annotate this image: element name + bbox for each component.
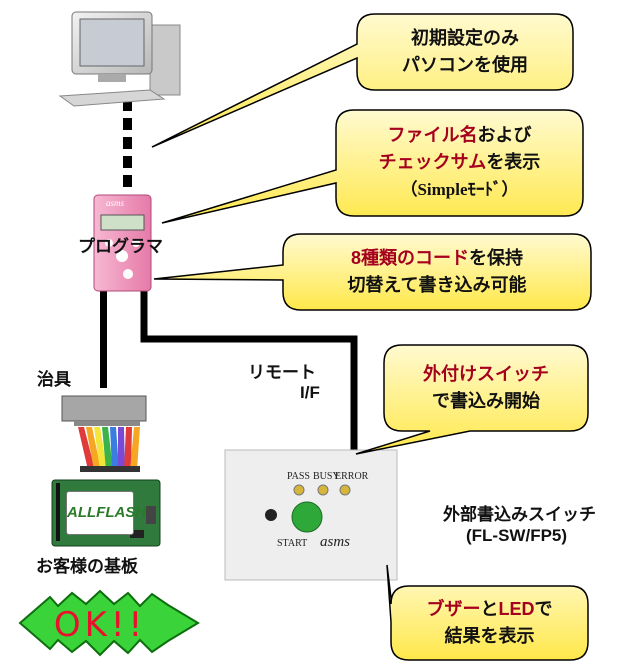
led-label-busy: BUSY (313, 471, 340, 482)
ext-switch-name: 外部書込みスイッチ (443, 505, 596, 524)
callout-line-rest: を表示 (486, 152, 541, 172)
callout-external-switch (355, 344, 589, 455)
filename-text: ファイル名 (387, 125, 478, 145)
programmer-device (93, 194, 152, 292)
callout-line: チェックサムを表示 (336, 149, 583, 176)
callout-file-checksum-text: ファイル名および チェックサムを表示 （Simpleﾓｰﾄﾞ） (336, 122, 583, 203)
dotted-link-pc-programmer (123, 99, 132, 187)
callout-line-rest: を保持 (469, 248, 523, 268)
callout-buzzer-led-text: ブザーとLEDで 結果を表示 (391, 596, 588, 650)
external-switch-box (224, 449, 398, 581)
start-label: START (277, 538, 308, 549)
callout-line: ファイル名および (336, 122, 583, 149)
callout-line: 初期設定のみ (411, 28, 519, 48)
callout-codes (153, 233, 592, 311)
remote-if-label-2: I/F (300, 383, 320, 402)
remote-cable (140, 290, 358, 450)
callout-buzzer-led (386, 564, 589, 661)
remote-if-label-1: リモート (248, 363, 316, 382)
callout-line-mid: と (480, 599, 499, 619)
jig-fixture (61, 395, 147, 426)
led-label-pass: PASS (287, 471, 310, 482)
callout-codes-text: 8種類のコードを保持 切替えて書き込み可能 (283, 245, 591, 299)
led-label-error: ERROR (335, 471, 369, 482)
callout-line-rest: および (477, 125, 532, 145)
jig-label: 治具 (37, 370, 71, 389)
ok-starburst (18, 589, 200, 657)
buzzer-text: ブザー (426, 599, 481, 619)
callout-file-checksum (161, 109, 584, 224)
callout-line: で書込み開始 (432, 391, 540, 411)
simple-mode-text: （Simpleﾓｰﾄﾞ） (400, 180, 519, 199)
callout-external-switch-text: 外付けスイッチ で書込み開始 (384, 361, 588, 415)
callout-line: ブザーとLEDで (391, 596, 588, 623)
cable-to-jig (100, 290, 107, 388)
callout-line: 8種類のコードを保持 (283, 245, 591, 272)
pcb-allflash-logo: ALLFLASH (66, 491, 146, 535)
callout-line-rest: で (534, 599, 553, 619)
external-switch-text: 外付けスイッチ (423, 364, 549, 384)
led-text: LED (498, 599, 535, 619)
eight-codes-text: 8種類のコード (350, 248, 469, 268)
checksum-text: チェックサム (378, 152, 487, 172)
ribbon-cable (78, 427, 140, 472)
callout-line: 切替えて書き込み可能 (347, 275, 527, 295)
callout-line: 結果を表示 (444, 626, 535, 646)
callout-pc-setup (151, 13, 574, 148)
customer-board-label: お客様の基板 (36, 557, 138, 576)
pc-icon (58, 11, 181, 107)
callout-line: パソコンを使用 (402, 55, 528, 75)
switch-box-logo: asms (320, 534, 351, 550)
ext-switch-model: (FL-SW/FP5) (466, 526, 568, 545)
programmer-logo: asms (106, 198, 125, 208)
programmer-label: プログラマ (78, 237, 163, 256)
ok-result-text: OK!! (53, 605, 147, 645)
callout-pc-setup-text: 初期設定のみ パソコンを使用 (357, 25, 573, 79)
